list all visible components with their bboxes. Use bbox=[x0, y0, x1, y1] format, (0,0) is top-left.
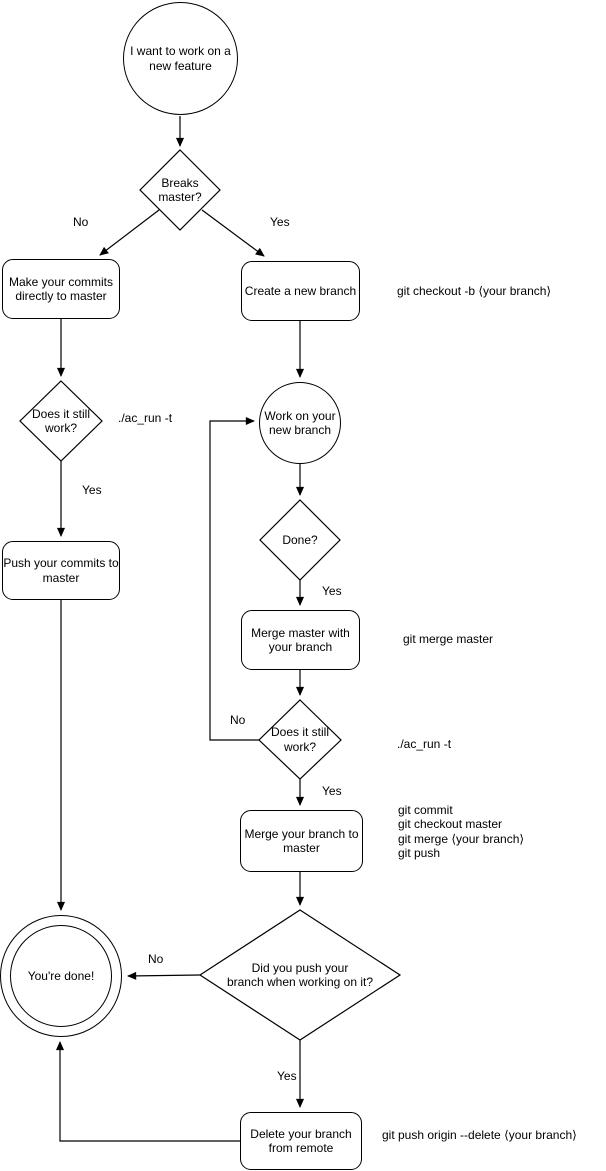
annotation-create-branch: git checkout -b ⟨your branch⟩ bbox=[397, 284, 552, 298]
annotation-merge-branch-line-2: git checkout master bbox=[398, 817, 503, 832]
start-node-label: I want to work on a new feature bbox=[130, 44, 231, 73]
delete-branch-node: Delete your branch from remote bbox=[240, 1112, 362, 1170]
work-branch-label: Work on your new branch bbox=[264, 408, 336, 437]
annotation-merge-branch-line-3: git merge ⟨your branch⟩ bbox=[398, 831, 525, 846]
breaks-master-label-box: Breaks master? bbox=[140, 150, 220, 230]
edge-label-didpush-no: No bbox=[148, 952, 164, 966]
merge-branch-node: Merge your branch to master bbox=[240, 810, 363, 872]
annotation-merge-branch: git commit git checkout master git merge… bbox=[398, 803, 524, 861]
still-work-2-diamond bbox=[258, 699, 342, 780]
still-work-1-label: Does it still work? bbox=[31, 406, 90, 435]
edge-label-breaks-yes: Yes bbox=[270, 215, 290, 229]
still-work-1-label-box: Does it still work? bbox=[20, 381, 102, 461]
start-node: I want to work on a new feature bbox=[123, 2, 238, 115]
merge-branch-label: Merge your branch to master bbox=[244, 826, 359, 855]
annotation-merge-branch-line-4: git push bbox=[398, 846, 441, 861]
done-question-label-box: Done? bbox=[260, 500, 340, 580]
youre-done-inner-ring bbox=[10, 925, 112, 1027]
still-work-1-diamond bbox=[19, 380, 103, 462]
push-commits-node: Push your commits to master bbox=[2, 541, 120, 600]
create-branch-label: Create a new branch bbox=[244, 283, 357, 298]
done-question-label: Done? bbox=[282, 532, 318, 547]
make-commits-label: Make your commits directly to master bbox=[8, 274, 114, 303]
push-commits-label: Push your commits to master bbox=[3, 556, 119, 585]
edge-breaks-no bbox=[99, 209, 160, 256]
still-work-2-label: Does it still work? bbox=[270, 725, 329, 754]
merge-master-label: Merge master with your branch bbox=[251, 625, 350, 654]
delete-branch-label: Delete your branch from remote bbox=[250, 1126, 352, 1155]
breaks-master-diamond bbox=[139, 149, 221, 231]
edge-still2-no-loop bbox=[209, 416, 259, 741]
edge-breaks-yes bbox=[201, 209, 265, 257]
edge-didpush-no bbox=[127, 971, 201, 980]
edge-label-still2-yes: Yes bbox=[322, 784, 342, 798]
merge-master-node: Merge master with your branch bbox=[241, 610, 360, 670]
create-branch-node: Create a new branch bbox=[241, 261, 360, 321]
edge-label-didpush-yes: Yes bbox=[277, 1069, 297, 1083]
youre-done-node: You're done! bbox=[0, 915, 122, 1037]
edge-label-done-yes: Yes bbox=[322, 584, 342, 598]
edge-delete-to-done-loop bbox=[55, 1041, 240, 1142]
edge-label-breaks-no: No bbox=[73, 215, 89, 229]
edge-label-still1-yes: Yes bbox=[82, 483, 102, 497]
annotation-still-work-2: ./ac_run -t bbox=[397, 737, 452, 751]
did-push-diamond bbox=[198, 909, 402, 1041]
annotation-merge-master: git merge master bbox=[403, 632, 494, 646]
flow-edges bbox=[55, 116, 305, 1142]
breaks-master-label: Breaks master? bbox=[158, 175, 202, 204]
annotation-merge-branch-line-1: git commit bbox=[398, 803, 453, 817]
make-commits-node: Make your commits directly to master bbox=[2, 259, 120, 319]
annotation-delete-branch: git push origin --delete ⟨your branch⟩ bbox=[382, 1128, 577, 1142]
still-work-2-label-box: Does it still work? bbox=[259, 700, 341, 779]
work-branch-node: Work on your new branch bbox=[259, 382, 341, 464]
did-push-label: Did you push your branch when working on… bbox=[226, 960, 374, 989]
decision-diamonds bbox=[19, 149, 402, 1041]
edge-label-still2-no: No bbox=[230, 713, 246, 727]
did-push-label-box: Did you push your branch when working on… bbox=[200, 910, 400, 1040]
done-question-diamond bbox=[259, 499, 341, 581]
annotation-still-work-1: ./ac_run -t bbox=[118, 411, 173, 425]
